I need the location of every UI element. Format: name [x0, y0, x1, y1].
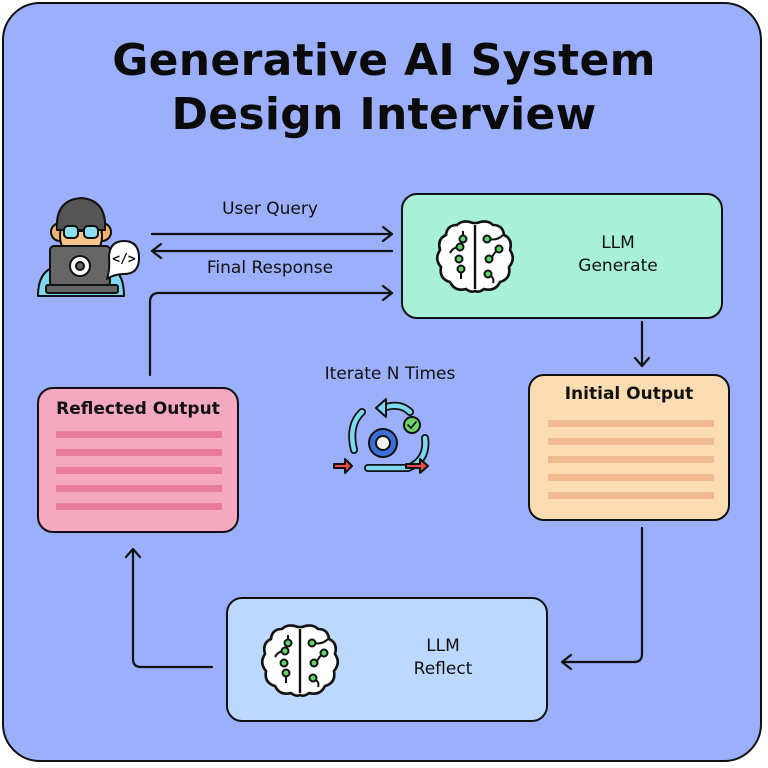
llm-reflect-line-1: LLM — [426, 636, 460, 656]
title-line-2: Design Interview — [171, 89, 597, 140]
llm-generate-node: LLM Generate — [401, 193, 723, 319]
reflected-output-node: Reflected Output — [37, 387, 239, 533]
llm-reflect-line-2: Reflect — [413, 659, 473, 679]
final-response-arrow — [150, 242, 394, 260]
text-line — [548, 492, 714, 499]
text-line — [548, 420, 714, 427]
svg-text:</>: </> — [112, 252, 136, 267]
text-line — [548, 438, 714, 445]
reflect-to-reflected-arrow — [124, 547, 214, 669]
final-response-label: Final Response — [206, 258, 334, 278]
generate-to-initial-arrow — [633, 320, 651, 368]
text-line — [56, 449, 222, 456]
initial-to-reflect-arrow — [560, 526, 644, 671]
text-line — [56, 503, 222, 510]
brain-circuit-icon — [260, 624, 340, 697]
llm-generate-line-2: Generate — [578, 256, 658, 276]
llm-reflect-label: LLM Reflect — [378, 635, 508, 681]
brain-circuit-icon — [435, 220, 515, 293]
text-line — [548, 456, 714, 463]
loop-back-arrow — [148, 284, 394, 377]
text-line — [56, 467, 222, 474]
initial-output-title: Initial Output — [564, 384, 694, 404]
user-query-label: User Query — [222, 199, 318, 219]
llm-generate-line-1: LLM — [601, 233, 635, 253]
reflected-output-title: Reflected Output — [56, 399, 220, 419]
text-line — [56, 431, 222, 438]
llm-reflect-node: LLM Reflect — [226, 597, 548, 722]
text-line — [56, 485, 222, 492]
title-line-1: Generative AI System — [112, 35, 656, 86]
iterate-label: Iterate N Times — [324, 364, 456, 384]
initial-output-node: Initial Output — [528, 374, 730, 521]
llm-generate-label: LLM Generate — [553, 232, 683, 278]
text-line — [548, 474, 714, 481]
page-title: Generative AI System Design Interview — [0, 34, 768, 142]
user-query-arrow — [150, 225, 394, 243]
